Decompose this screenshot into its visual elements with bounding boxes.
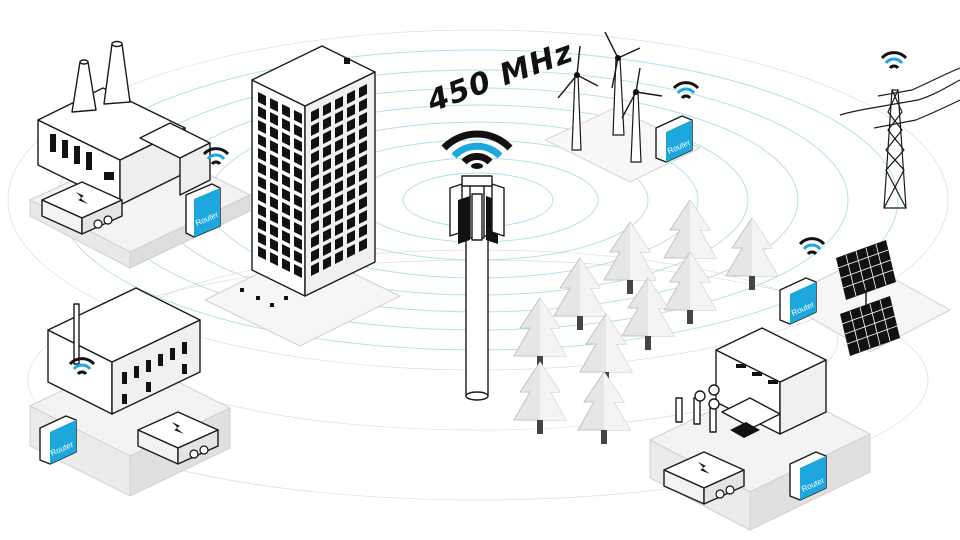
router-wind-farm: Router (656, 83, 698, 162)
wifi-icon (882, 53, 906, 68)
broadcast-signal-icon (444, 134, 510, 162)
antenna-array (450, 176, 504, 244)
office-tower (205, 0, 400, 346)
industrial-building (650, 328, 870, 530)
wifi-icon (800, 239, 824, 254)
frequency-label: 450 MHz (422, 34, 578, 119)
power-pylon (840, 68, 960, 208)
house (30, 288, 230, 496)
